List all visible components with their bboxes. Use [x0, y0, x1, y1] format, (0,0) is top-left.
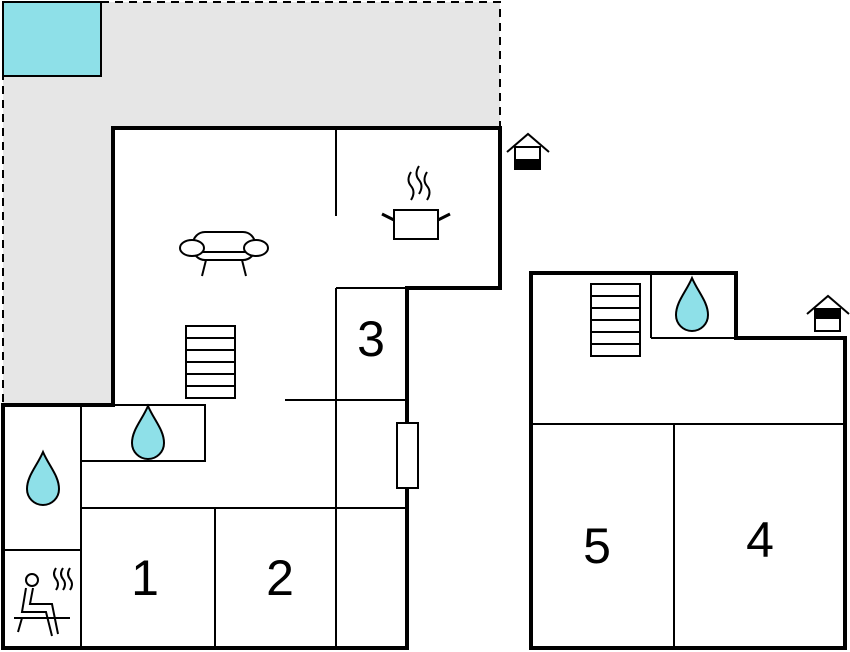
room-number-4: 4 [746, 512, 774, 568]
main-building-walls [1, 126, 502, 650]
water-drop-icon [674, 275, 710, 332]
entrance-house-icon [506, 132, 550, 170]
sauna-icon [14, 567, 73, 637]
water-drop-icon [25, 449, 61, 506]
stairs-icon [185, 325, 236, 399]
sofa-icon [179, 231, 269, 277]
window-icon [396, 422, 419, 489]
room-number-1: 1 [131, 550, 159, 606]
annex-building-interior [531, 273, 845, 648]
room-number-5: 5 [583, 518, 611, 574]
main-building-interior [3, 128, 407, 648]
annex-building-walls [529, 271, 847, 650]
stairs-icon [590, 283, 641, 357]
cooking-pot-icon [381, 165, 451, 240]
entrance-house-icon [806, 294, 850, 332]
water-drop-icon [130, 403, 166, 460]
pool-icon [2, 1, 102, 77]
room-number-3: 3 [357, 311, 385, 367]
room-number-2: 2 [266, 550, 294, 606]
